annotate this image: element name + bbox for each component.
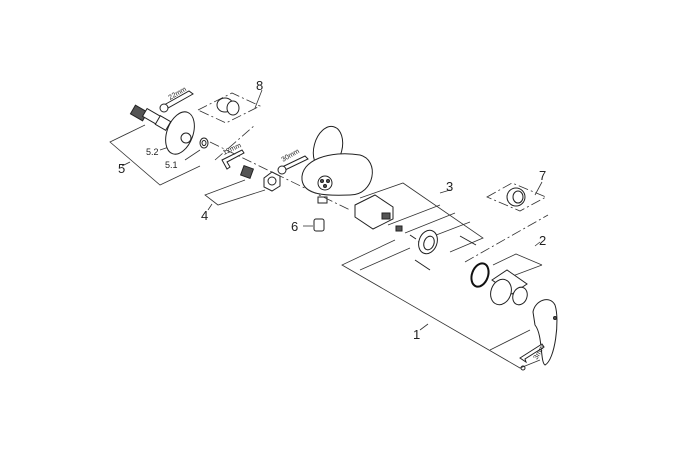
wrench-30mm	[277, 155, 309, 175]
bracket-2	[492, 241, 543, 278]
callout-4: 4	[201, 208, 208, 223]
mixer-body	[301, 125, 373, 204]
callout-3: 3	[446, 179, 453, 194]
callout-1: 1	[413, 327, 420, 342]
hex-key-12mm	[221, 149, 245, 170]
hex-key-3mm	[519, 343, 545, 371]
cartridge	[354, 194, 403, 232]
s-union-connector	[129, 104, 172, 132]
callout-7: 7	[539, 168, 546, 183]
bracket-4	[204, 179, 266, 211]
part-8-box	[197, 89, 263, 161]
escutcheon-5-2	[165, 111, 195, 155]
callout-6: 6	[291, 219, 298, 234]
nut-4	[263, 171, 281, 192]
wrench-22mm	[159, 90, 194, 113]
callout-5-2: 5.2	[146, 147, 159, 157]
axis-line-1	[209, 141, 351, 211]
nipple-4	[239, 164, 255, 180]
screws	[409, 234, 477, 271]
callout-8: 8	[256, 78, 263, 93]
retaining-ring	[418, 229, 438, 255]
o-ring	[470, 262, 490, 288]
callout-5: 5	[118, 161, 125, 176]
washer-5-1	[199, 137, 209, 149]
callout-5-1: 5.1	[165, 160, 178, 170]
aerator-6	[303, 218, 325, 232]
callout-2: 2	[539, 233, 546, 248]
bracket-1	[341, 239, 541, 369]
lever-handle	[532, 299, 558, 366]
part-7-box	[464, 181, 549, 263]
sleeve	[490, 269, 528, 306]
